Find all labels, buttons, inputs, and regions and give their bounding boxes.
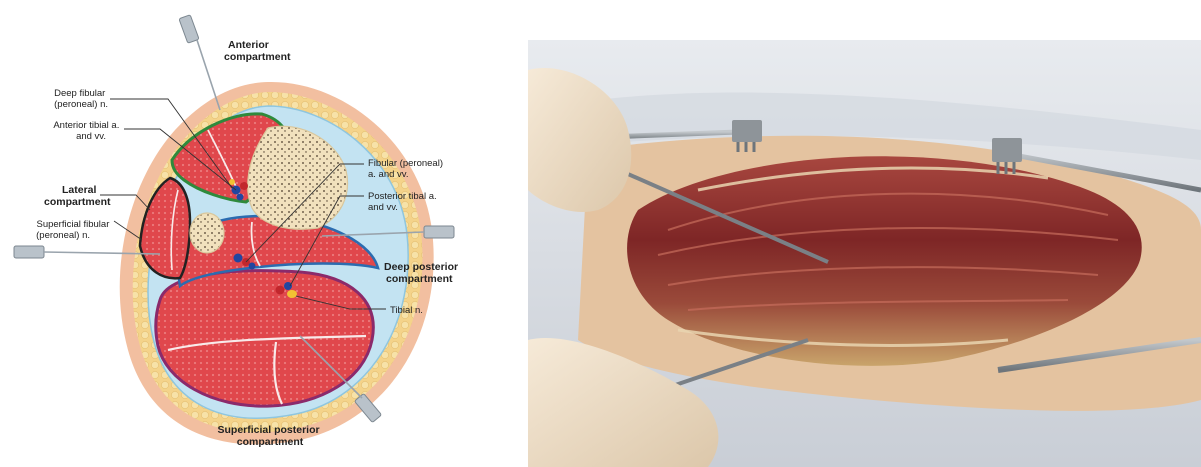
diagram-svg: Anterior compartment Deep fibular (peron… xyxy=(0,0,520,467)
label-tibial-nerve: Tibial n. xyxy=(390,305,423,316)
fibula-bone xyxy=(190,213,224,253)
label-lateral-compartment: Lateral compartment xyxy=(44,184,111,208)
label-fibular-vessels: Fibular (peroneal) a. and vv. xyxy=(368,158,446,180)
label-superficial-fibular-nerve: Superficial fibular (peroneal) n. xyxy=(36,219,112,241)
cross-section-diagram: Anterior compartment Deep fibular (peron… xyxy=(0,0,520,467)
label-deep-posterior-compartment: Deep posterior compartment xyxy=(384,261,461,285)
surgical-photo xyxy=(528,40,1201,467)
syringe-anterior xyxy=(179,15,220,110)
label-deep-fibular-nerve: Deep fibular (peroneal) n. xyxy=(54,88,108,110)
photo-svg xyxy=(528,40,1201,467)
label-anterior-compartment: Anterior compartment xyxy=(224,39,291,63)
label-anterior-tibial-vessels: Anterior tibial a. and vv. xyxy=(53,120,122,142)
